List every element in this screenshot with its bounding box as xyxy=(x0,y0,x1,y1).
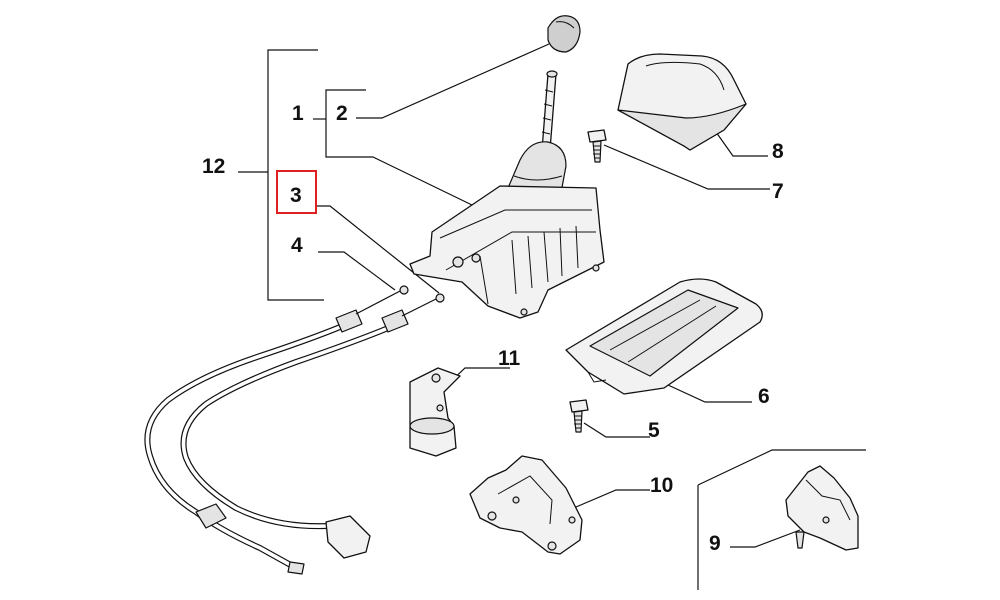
shift-cables-part xyxy=(144,285,445,575)
cover-part xyxy=(617,53,747,151)
callout-label-9: 9 xyxy=(709,532,721,555)
callout-label-2: 2 xyxy=(336,102,348,125)
clip-part xyxy=(785,465,859,551)
callout-label-8: 8 xyxy=(772,140,784,163)
gear-lever-housing-part xyxy=(409,70,605,319)
shift-knob-part xyxy=(547,15,581,53)
callout-label-4: 4 xyxy=(291,234,303,257)
callout-label-5: 5 xyxy=(648,419,660,442)
tray-part xyxy=(565,278,763,395)
lever-bracket-part xyxy=(409,367,461,457)
callout-label-10: 10 xyxy=(650,474,673,497)
callout-label-7: 7 xyxy=(772,180,784,203)
mounting-bracket-part xyxy=(469,455,583,555)
bracket-12 xyxy=(238,49,324,301)
bracket-1 xyxy=(313,89,473,206)
callout-label-6: 6 xyxy=(758,385,770,408)
callout-label-3: 3 xyxy=(290,184,302,207)
leader-lines xyxy=(316,43,866,590)
bolt-top-part xyxy=(587,129,607,163)
highlight-box-3 xyxy=(276,170,317,214)
callout-label-11: 11 xyxy=(498,347,521,370)
callout-label-1: 1 xyxy=(292,102,304,125)
callout-label-12: 12 xyxy=(202,155,225,178)
bolt-lower-part xyxy=(569,399,589,433)
